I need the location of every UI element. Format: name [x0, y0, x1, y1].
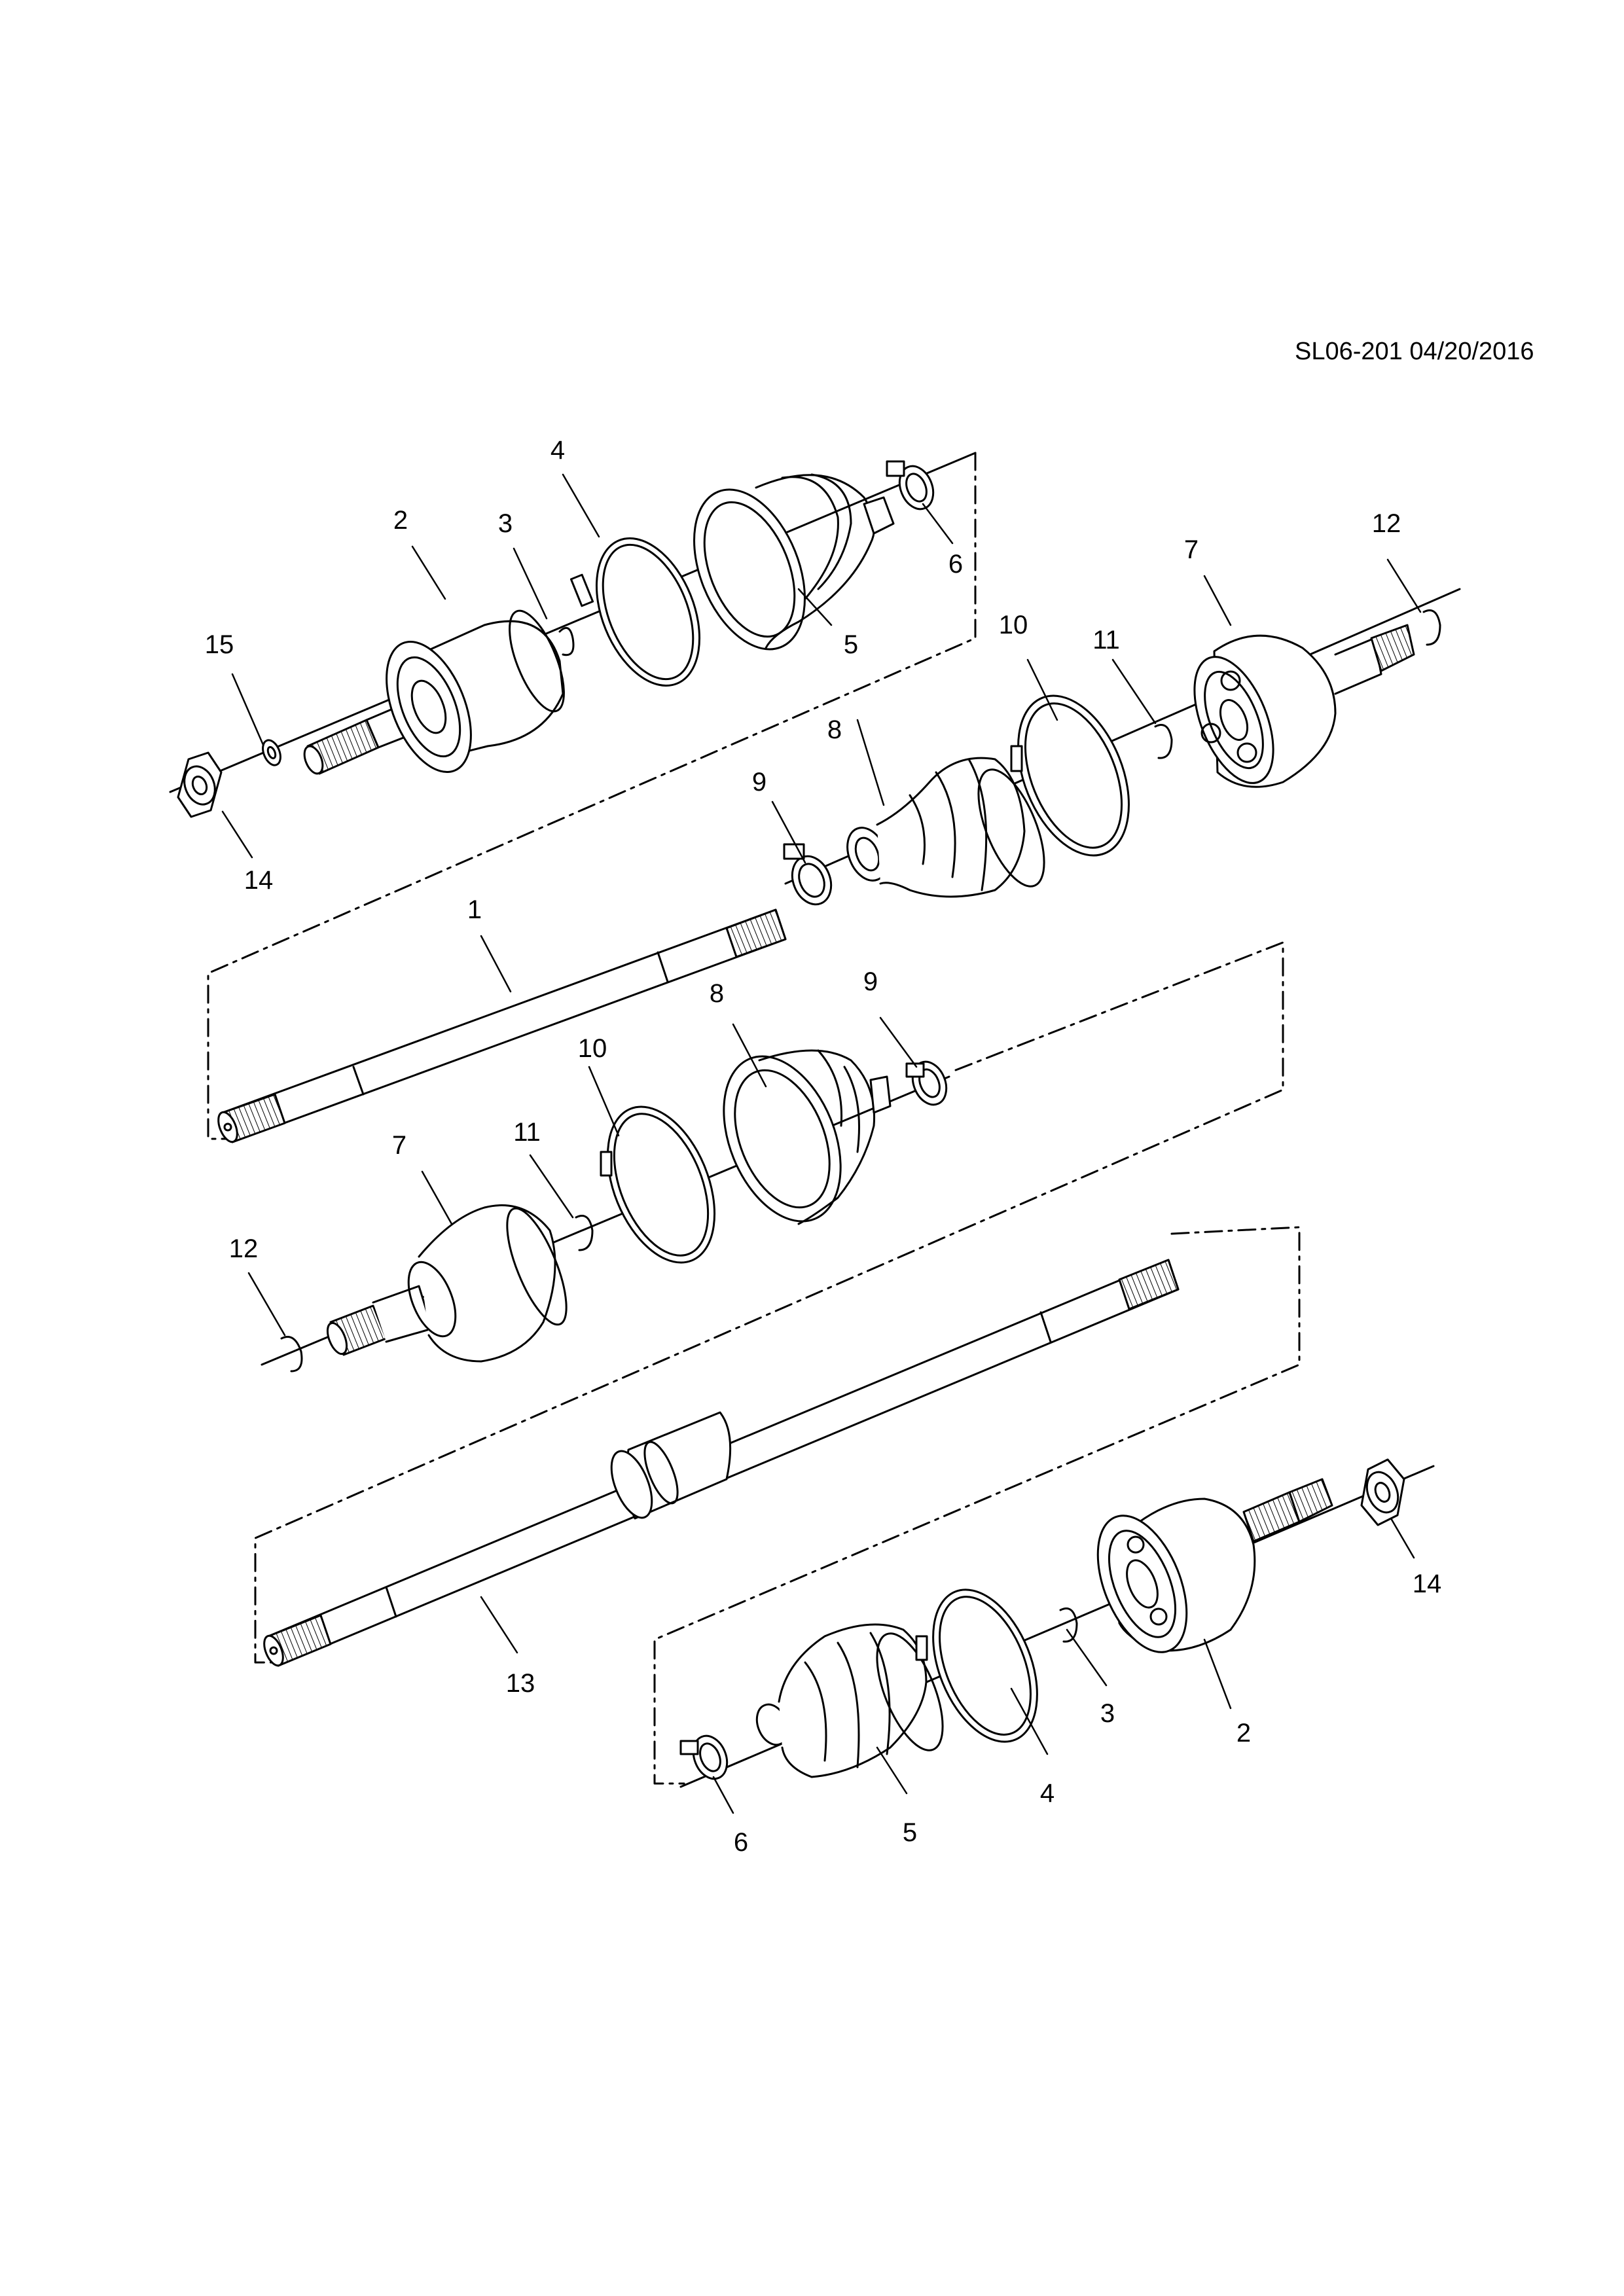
- snap-ring-11-middle: [575, 1215, 594, 1251]
- callout-6-upper: 6: [948, 550, 964, 579]
- outer-joint-2-upper: [303, 609, 565, 775]
- callout-7-middle: 7: [391, 1131, 407, 1160]
- callout-8-upper: 8: [827, 715, 842, 744]
- retaining-ring-12-upper: [1422, 609, 1441, 646]
- boot-5-lower: [755, 1623, 944, 1778]
- clamp-6-upper: [886, 460, 935, 511]
- snap-ring-3-lower: [1059, 1607, 1078, 1643]
- callout-14-lower: 14: [1412, 1570, 1442, 1598]
- callout-12-upper: 12: [1371, 509, 1401, 538]
- clamp-9-upper: [783, 843, 833, 906]
- callout-9-upper: 9: [751, 768, 767, 797]
- leader-lines: [221, 473, 1422, 1814]
- callout-10-upper: 10: [998, 611, 1028, 639]
- clamp-4-lower: [915, 1588, 1038, 1743]
- callout-14-upper: 14: [244, 866, 274, 895]
- boot-5-upper: [693, 473, 895, 651]
- callout-7-upper: 7: [1183, 535, 1199, 564]
- dashed-bracket-upper: [207, 452, 977, 1140]
- clamp-9-middle: [905, 1060, 948, 1106]
- boot-8-upper: [846, 744, 1045, 898]
- clamp-10-middle: [600, 1105, 716, 1264]
- callout-8-middle: 8: [709, 979, 725, 1008]
- nut-14-lower: [1360, 1458, 1405, 1526]
- dashed-bracket-middle: [254, 941, 1284, 1664]
- callout-5-lower: 5: [902, 1818, 918, 1847]
- nut-14-upper: [177, 751, 223, 818]
- snap-ring-11-upper: [1154, 724, 1173, 759]
- callout-4-upper: 4: [550, 436, 566, 465]
- shaft-13: [263, 1259, 1180, 1667]
- clamp-10-upper: [1010, 694, 1130, 857]
- tripod-joint-7-middle: [326, 1204, 568, 1363]
- callout-11-upper: 11: [1092, 626, 1120, 655]
- callout-3-lower: 3: [1100, 1699, 1115, 1728]
- callout-5-upper: 5: [843, 630, 859, 659]
- axis-line-upper-left: [169, 452, 977, 793]
- callout-11-middle: 11: [513, 1118, 541, 1147]
- tripod-joint-7-upper: [1193, 624, 1415, 788]
- callout-1: 1: [467, 895, 482, 924]
- diagram-reference: SL06-201 04/20/2016: [1295, 338, 1534, 365]
- callout-2-lower: 2: [1236, 1719, 1252, 1748]
- callout-4-lower: 4: [1039, 1779, 1055, 1808]
- outer-joint-2-lower: [1096, 1478, 1333, 1653]
- clamp-4-upper: [569, 537, 701, 687]
- callout-6-lower: 6: [733, 1828, 749, 1857]
- shaft-1: [217, 908, 787, 1143]
- callout-9-middle: 9: [863, 967, 878, 996]
- callout-13: 13: [505, 1669, 535, 1698]
- callout-10-middle: 10: [577, 1034, 607, 1063]
- callout-12-middle: 12: [228, 1234, 259, 1263]
- washer-15-upper: [262, 739, 281, 766]
- boot-8-middle: [723, 1049, 892, 1225]
- callout-3-upper: 3: [497, 509, 513, 538]
- callout-2-upper: 2: [393, 506, 408, 535]
- clamp-6-lower: [679, 1734, 729, 1780]
- callout-15-upper: 15: [204, 630, 234, 659]
- retaining-ring-12-middle: [280, 1336, 303, 1372]
- snap-ring-3-upper: [558, 626, 575, 656]
- dashed-bracket-lower: [653, 1226, 1301, 1785]
